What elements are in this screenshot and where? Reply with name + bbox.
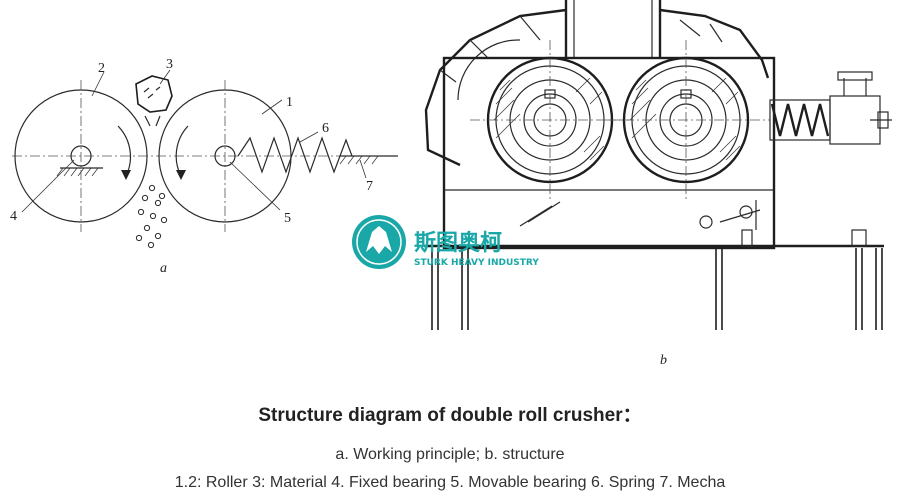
watermark-logo: 斯图奥柯 STURK HEAVY INDUSTRY — [352, 215, 539, 269]
caption-line-1: a. Working principle; b. structure — [335, 446, 565, 463]
callout-6: 6 — [322, 121, 329, 136]
watermark-subtitle: STURK HEAVY INDUSTRY — [414, 258, 539, 268]
callout-2: 2 — [98, 61, 105, 76]
spring-coil — [770, 103, 830, 137]
structure-diagram: b — [424, 0, 892, 368]
spring — [237, 136, 353, 174]
material-lump — [135, 75, 173, 113]
caption-title: Structure diagram of double roll crusher… — [258, 405, 642, 426]
callout-1: 1 — [286, 95, 293, 110]
callout-3: 3 — [166, 57, 173, 72]
movable-bearing — [214, 145, 236, 167]
fixed-bearing — [70, 145, 92, 167]
callout-4: 4 — [10, 209, 17, 224]
panel-label-b: b — [660, 353, 667, 368]
callout-5: 5 — [284, 211, 291, 226]
caption-line-2: 1.2: Roller 3: Material 4. Fixed bearing… — [174, 474, 726, 491]
watermark-name: 斯图奥柯 — [414, 230, 502, 256]
crusher-diagram: 1 2 3 4 5 6 7 a — [10, 0, 892, 368]
crushed-particles — [135, 184, 168, 249]
working-principle-diagram: 1 2 3 4 5 6 7 a — [10, 57, 398, 276]
panel-label-a: a — [160, 261, 167, 276]
callout-7: 7 — [366, 179, 373, 194]
